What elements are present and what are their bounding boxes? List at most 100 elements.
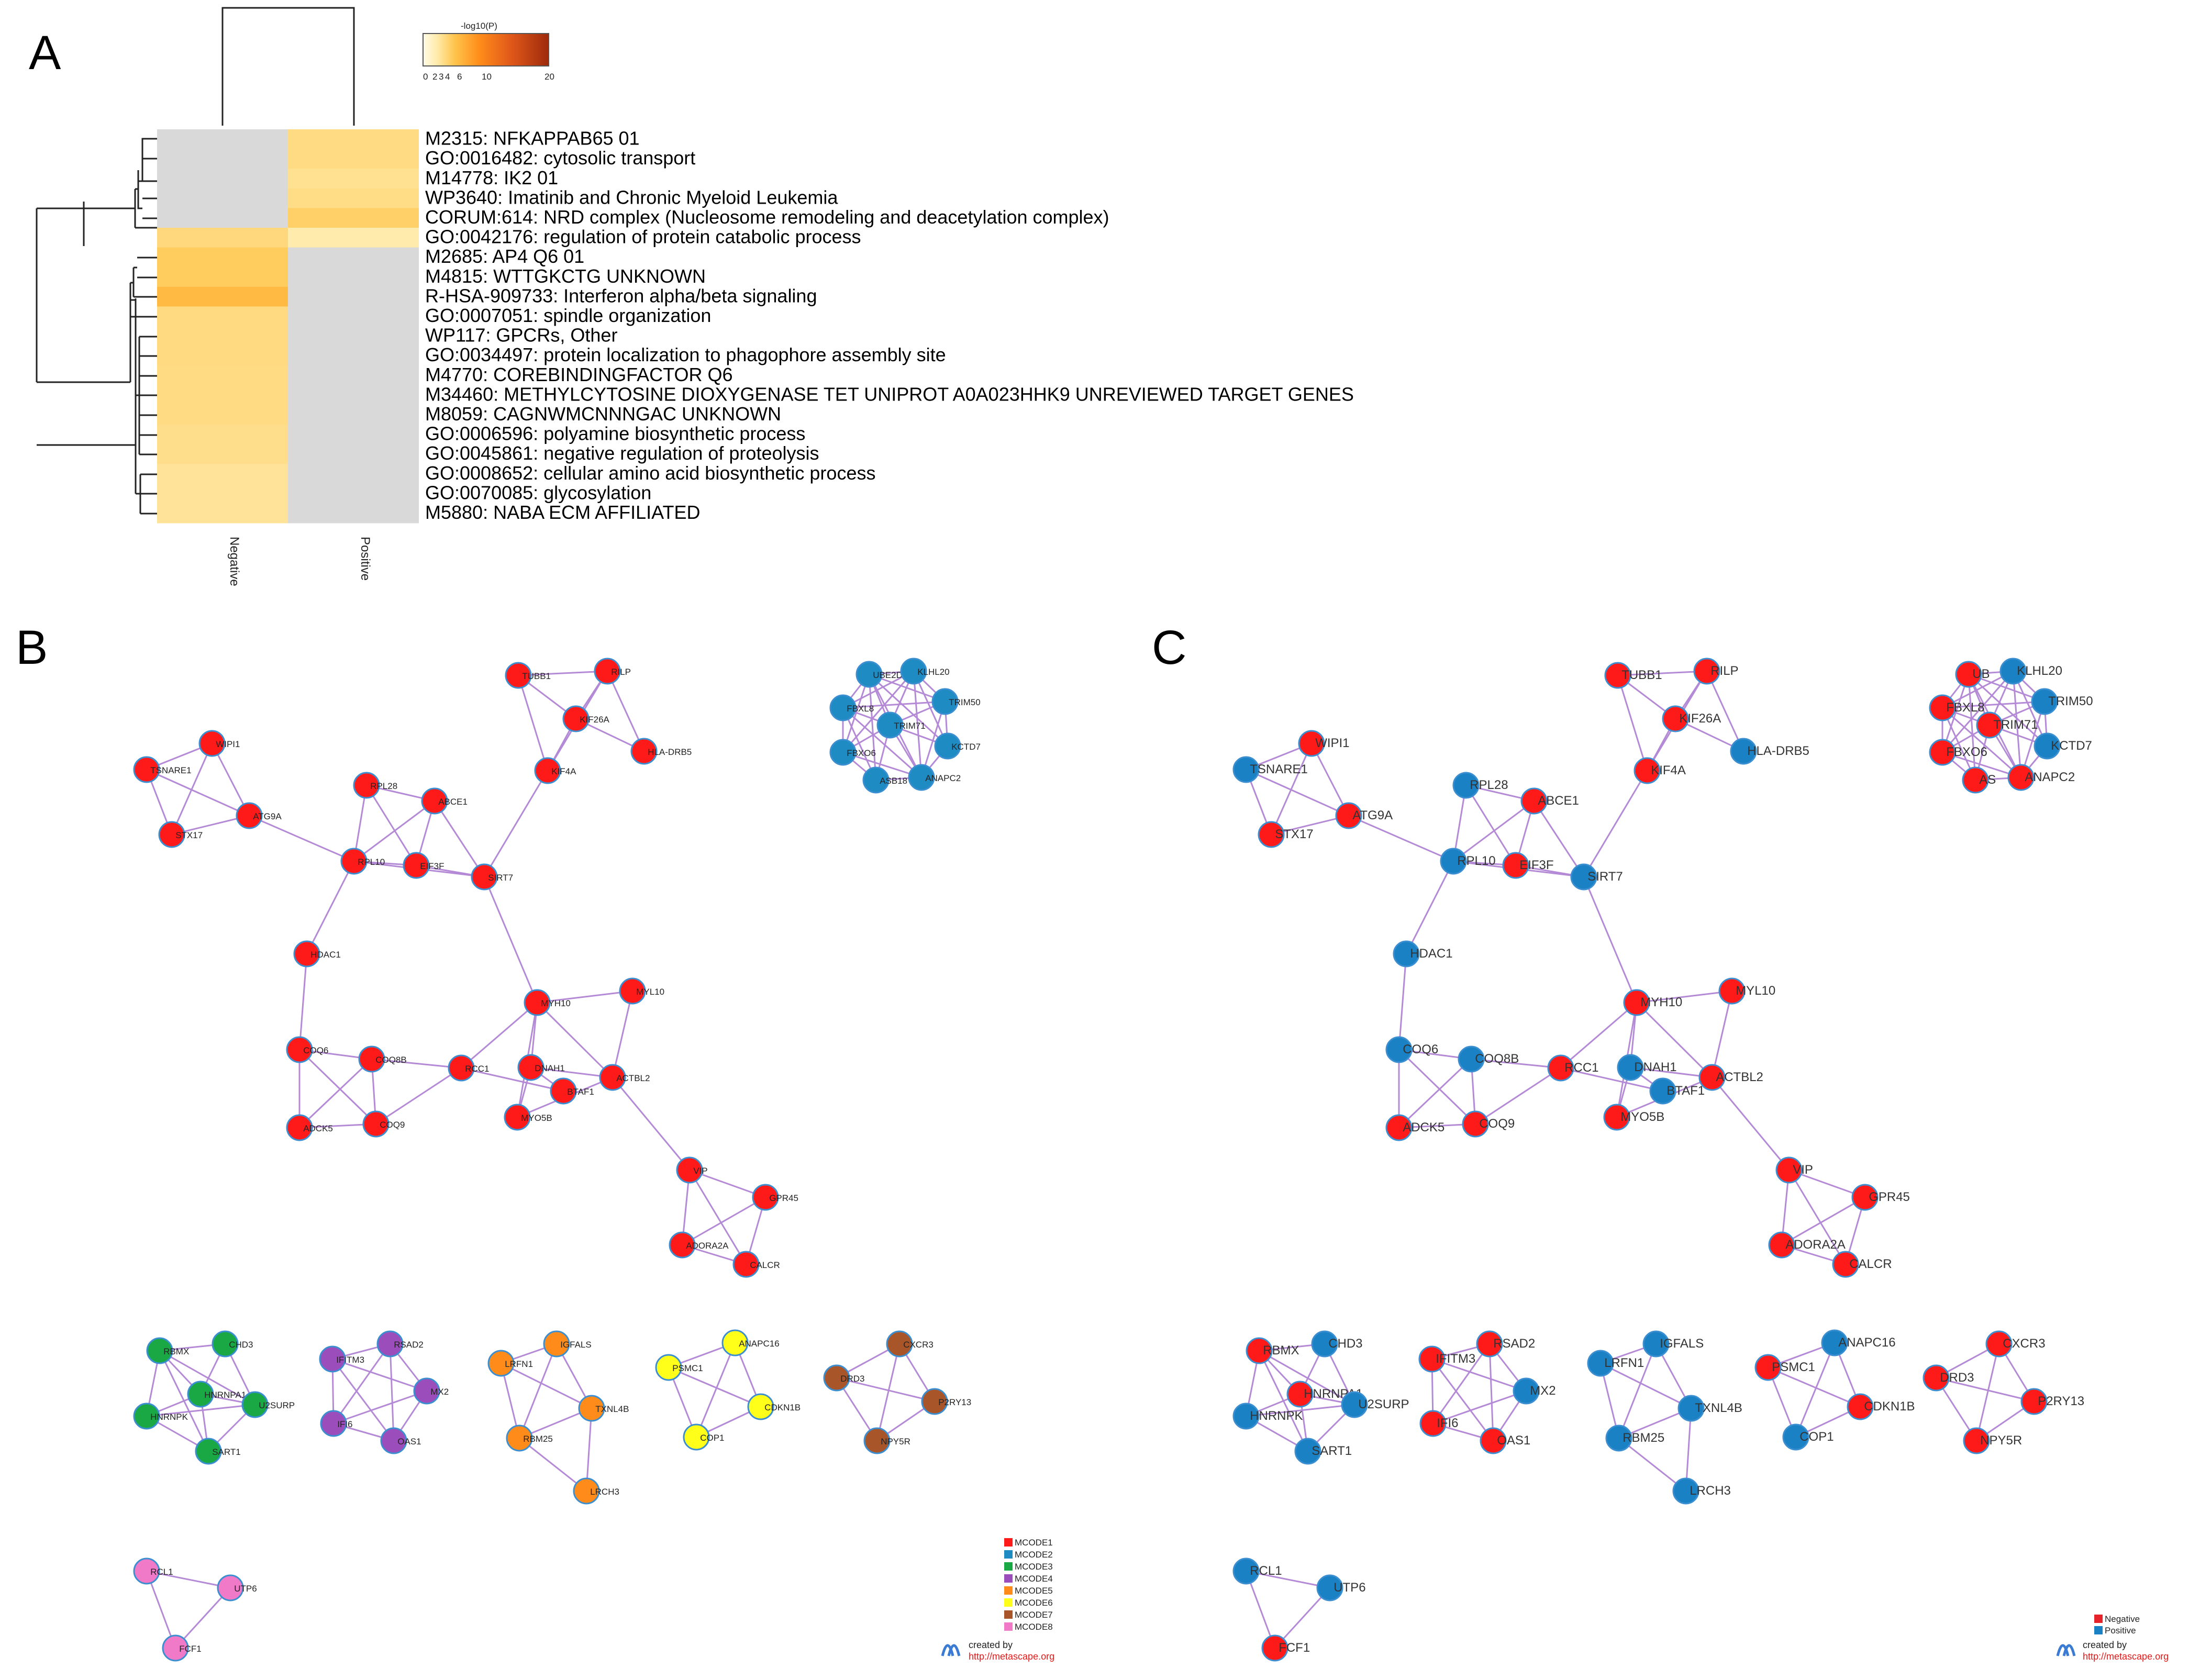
node-chd3[interactable]: CHD3 xyxy=(212,1330,253,1358)
node-circle[interactable] xyxy=(1662,705,1689,732)
node-circle[interactable] xyxy=(1385,1036,1413,1063)
node-fcf1[interactable]: FCF1 xyxy=(1261,1634,1310,1662)
node-circle[interactable] xyxy=(1604,662,1631,689)
node-circle[interactable] xyxy=(1955,661,1982,688)
node-circle[interactable] xyxy=(1232,756,1260,783)
node-circle[interactable] xyxy=(1832,1251,1859,1278)
node-circle[interactable] xyxy=(1642,1330,1670,1358)
node-sirt7[interactable]: SIRT7 xyxy=(471,863,513,891)
node-drd3[interactable]: DRD3 xyxy=(1923,1364,1974,1392)
node-myl10[interactable]: MYL10 xyxy=(1718,977,1775,1005)
node-hnrnpa1[interactable]: HNRNPA1 xyxy=(1286,1381,1363,1408)
node-circle[interactable] xyxy=(1480,1427,1507,1454)
node-atg9a[interactable]: ATG9A xyxy=(236,802,282,829)
node-lrfn1[interactable]: LRFN1 xyxy=(1587,1350,1644,1377)
node-lrfn1[interactable]: LRFN1 xyxy=(487,1350,533,1377)
node-vip[interactable]: VIP xyxy=(676,1156,708,1184)
node-circle[interactable] xyxy=(1452,772,1480,799)
node-circle[interactable] xyxy=(448,1054,475,1082)
node-circle[interactable] xyxy=(1768,1231,1795,1259)
node-circle[interactable] xyxy=(1730,738,1757,765)
node-circle[interactable] xyxy=(1476,1330,1503,1358)
node-ifitm3[interactable]: IFITM3 xyxy=(1418,1345,1475,1373)
node-stx17[interactable]: STX17 xyxy=(158,821,203,848)
node-rilp[interactable]: RILP xyxy=(1693,658,1739,685)
node-kif26a[interactable]: KIF26A xyxy=(562,705,610,732)
node-circle[interactable] xyxy=(1316,1574,1343,1601)
node-myo5b[interactable]: MYO5B xyxy=(504,1104,552,1131)
node-circle[interactable] xyxy=(1634,757,1661,784)
node-circle[interactable] xyxy=(212,1330,239,1358)
node-circle[interactable] xyxy=(1547,1054,1574,1082)
node-fcf1[interactable]: FCF1 xyxy=(162,1634,202,1662)
node-circle[interactable] xyxy=(1929,694,1956,721)
node-coq6[interactable]: COQ6 xyxy=(1385,1036,1438,1063)
node-kctd7[interactable]: KCTD7 xyxy=(2034,732,2092,760)
node-circle[interactable] xyxy=(562,705,590,732)
node-myh10[interactable]: MYH10 xyxy=(1623,989,1682,1016)
node-circle[interactable] xyxy=(1311,1330,1338,1358)
node-circle[interactable] xyxy=(1513,1377,1540,1405)
node-rcc1[interactable]: RCC1 xyxy=(1547,1054,1599,1082)
node-hla-drb5[interactable]: HLA-DRB5 xyxy=(1730,738,1809,765)
node-circle[interactable] xyxy=(1393,940,1420,967)
node-circle[interactable] xyxy=(543,1330,570,1358)
node-mx2[interactable]: MX2 xyxy=(413,1377,449,1405)
node-circle[interactable] xyxy=(573,1477,600,1505)
node-circle[interactable] xyxy=(487,1350,515,1377)
node-ube2d2[interactable]: UBE2D2 xyxy=(855,661,907,688)
node-circle[interactable] xyxy=(187,1381,214,1408)
node-circle[interactable] xyxy=(619,977,646,1005)
node-circle[interactable] xyxy=(2007,764,2035,791)
node-btaf1[interactable]: BTAF1 xyxy=(550,1077,594,1105)
node-sirt7[interactable]: SIRT7 xyxy=(1570,863,1623,891)
node-circle[interactable] xyxy=(162,1634,189,1662)
node-utp6[interactable]: UTP6 xyxy=(1316,1574,1366,1601)
node-circle[interactable] xyxy=(886,1330,913,1358)
node-circle[interactable] xyxy=(855,661,883,688)
node-abce1[interactable]: ABCE1 xyxy=(1520,787,1579,815)
node-circle[interactable] xyxy=(1605,1425,1632,1452)
credit-link-b[interactable]: http://metascape.org xyxy=(969,1651,1054,1662)
node-utp6[interactable]: UTP6 xyxy=(217,1574,257,1601)
node-circle[interactable] xyxy=(1298,730,1325,757)
node-circle[interactable] xyxy=(931,688,959,715)
node-anapc16[interactable]: ANAPC16 xyxy=(1821,1329,1896,1356)
node-circle[interactable] xyxy=(655,1354,682,1381)
node-txnl4b[interactable]: TXNL4B xyxy=(578,1395,629,1422)
node-circle[interactable] xyxy=(1617,1054,1644,1081)
node-npy5r[interactable]: NPY5R xyxy=(863,1427,910,1454)
node-circle[interactable] xyxy=(1603,1104,1630,1131)
node-circle[interactable] xyxy=(1999,658,2027,685)
node-circle[interactable] xyxy=(1261,1634,1288,1662)
node-circle[interactable] xyxy=(1286,1381,1314,1408)
node-circle[interactable] xyxy=(876,711,904,739)
node-circle[interactable] xyxy=(198,730,226,757)
node-circle[interactable] xyxy=(362,1110,390,1138)
node-stx17[interactable]: STX17 xyxy=(1258,821,1314,848)
node-circle[interactable] xyxy=(1458,1045,1485,1073)
node-circle[interactable] xyxy=(236,802,263,829)
node-fbxl8[interactable]: FBXL8 xyxy=(829,694,874,721)
node-txnl4b[interactable]: TXNL4B xyxy=(1677,1395,1742,1422)
node-circle[interactable] xyxy=(286,1036,313,1063)
node-lrch3[interactable]: LRCH3 xyxy=(1672,1477,1731,1505)
node-tubb1[interactable]: TUBB1 xyxy=(505,662,551,689)
node-coq8b[interactable]: COQ8B xyxy=(358,1045,407,1073)
node-klhl20[interactable]: KLHL20 xyxy=(1999,658,2062,685)
node-circle[interactable] xyxy=(1782,1423,1809,1451)
node-circle[interactable] xyxy=(358,1045,385,1073)
node-trim71[interactable]: TRIM71 xyxy=(876,711,926,739)
node-wipi1[interactable]: WIPI1 xyxy=(198,730,240,757)
node-myh10[interactable]: MYH10 xyxy=(524,989,571,1016)
node-abce1[interactable]: ABCE1 xyxy=(421,787,468,815)
node-actbl2[interactable]: ACTBL2 xyxy=(599,1064,650,1091)
node-asb18[interactable]: ASB18 xyxy=(862,766,907,794)
node-circle[interactable] xyxy=(505,662,532,689)
node-coq9[interactable]: COQ9 xyxy=(362,1110,405,1138)
node-gpr45[interactable]: GPR45 xyxy=(752,1184,798,1211)
credit-link-c[interactable]: http://metascape.org xyxy=(2083,1651,2169,1662)
node-circle[interactable] xyxy=(1963,1427,1990,1454)
node-circle[interactable] xyxy=(1419,1410,1447,1437)
node-fbxo6[interactable]: FBXO6 xyxy=(829,739,876,766)
